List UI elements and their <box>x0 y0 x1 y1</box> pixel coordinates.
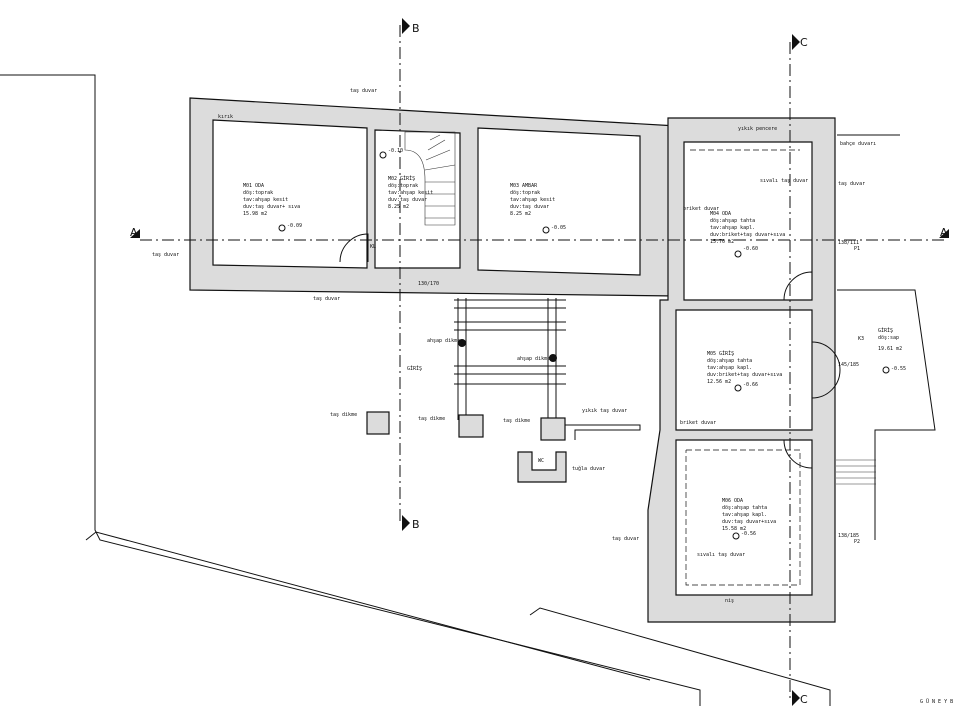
opening-p2: P2 <box>854 539 860 545</box>
label-yikik-pencere: yıkık pencere <box>738 126 777 132</box>
svg-text:tav:ahşap kesit: tav:ahşap kesit <box>243 197 288 203</box>
section-axes <box>130 18 949 706</box>
corner-note: G Ü N E Y B <box>920 698 953 705</box>
svg-text:-0.09: -0.09 <box>287 223 302 229</box>
timber-post-2 <box>549 354 557 362</box>
stone-post-3 <box>540 417 566 441</box>
label-ahsap-dikme-1: ahşap dikme <box>427 338 460 344</box>
svg-text:15.98 m2: 15.98 m2 <box>243 211 267 217</box>
svg-text:M02 GİRİŞ: M02 GİRİŞ <box>388 175 415 182</box>
svg-text:M01 ODA: M01 ODA <box>243 183 264 189</box>
svg-text:döş:toprak: döş:toprak <box>243 190 273 196</box>
label-tas-duvar-top: taş duvar <box>350 88 377 94</box>
room-m06: M06 ODA döş:ahşap tahta tav:ahşap kapl. … <box>722 498 776 537</box>
opening-d4: 130/170 <box>418 281 439 287</box>
svg-text:-0.66: -0.66 <box>743 382 758 388</box>
section-b-top: B <box>412 22 420 35</box>
svg-text:döş:ahşap tahta: döş:ahşap tahta <box>707 358 752 364</box>
svg-text:duv:taş duvar+sıva: duv:taş duvar+sıva <box>722 519 776 525</box>
svg-text:tav:ahşap kapl.: tav:ahşap kapl. <box>707 365 752 371</box>
doors <box>339 233 841 469</box>
room-m03: M03 AMBAR döş:toprak tav:ahşap kesit duv… <box>510 183 566 231</box>
label-tas-dikme-2: taş dikme <box>418 416 445 422</box>
svg-text:-0.56: -0.56 <box>741 531 756 537</box>
label-tas-dikme-1: taş dikme <box>330 412 357 418</box>
stone-posts <box>366 411 641 483</box>
section-c-bottom: C <box>800 693 808 706</box>
svg-text:döş:toprak: döş:toprak <box>510 190 540 196</box>
section-a-left: A <box>130 226 138 239</box>
section-c-top: C <box>800 36 808 49</box>
label-ahsap-dikme-2: ahşap dikme <box>517 356 550 362</box>
svg-text:tav:ahşap kesit: tav:ahşap kesit <box>388 190 433 196</box>
label-briket-duvar-1: briket duvar <box>683 206 719 212</box>
svg-text:-0.05: -0.05 <box>551 225 566 231</box>
svg-text:-0.55: -0.55 <box>891 366 906 372</box>
label-tugla-duvar: tuğla duvar <box>572 465 605 472</box>
label-yikik-tas-duvar: yıkık taş duvar <box>582 408 627 414</box>
svg-text:döş:toprak: döş:toprak <box>388 183 418 189</box>
svg-text:duv:taş duvar+ sıva: duv:taş duvar+ sıva <box>243 204 300 210</box>
svg-text:M03 AMBAR: M03 AMBAR <box>510 183 538 189</box>
site-outline <box>0 74 936 706</box>
svg-text:8.25 m2: 8.25 m2 <box>510 211 531 217</box>
svg-text:tav:ahşap kapl.: tav:ahşap kapl. <box>722 512 767 518</box>
wc-walls <box>517 451 567 483</box>
svg-text:19.61 m2: 19.61 m2 <box>878 346 902 352</box>
label-tas-duvar-south: taş duvar <box>612 536 639 542</box>
label-tas-duvar-left: taş duvar <box>152 252 179 258</box>
svg-text:döş:ahşap tahta: döş:ahşap tahta <box>710 218 755 224</box>
svg-text:-0.10: -0.10 <box>388 148 403 154</box>
svg-text:duv:briket+taş duvar+sıva: duv:briket+taş duvar+sıva <box>710 232 785 238</box>
label-tas-duvar-bottom: taş duvar <box>313 296 340 302</box>
room-m05: M05 GİRİŞ döş:ahşap tahta tav:ahşap kapl… <box>707 350 782 388</box>
opening-p1: P1 <box>854 246 860 252</box>
section-b-bottom: B <box>412 518 420 531</box>
svg-text:M06 ODA: M06 ODA <box>722 498 743 504</box>
label-wc: WC <box>538 458 544 464</box>
svg-text:-0.60: -0.60 <box>743 246 758 252</box>
svg-text:M04 ODA: M04 ODA <box>710 211 731 217</box>
room-m01: M01 ODA döş:toprak tav:ahşap kesit duv:t… <box>243 183 302 229</box>
label-kirik: kırık <box>218 114 233 120</box>
opening-k3: K3 <box>858 336 864 342</box>
room-m04: M04 ODA döş:ahşap tahta tav:ahşap kapl. … <box>710 211 785 252</box>
label-giris-porch: GİRİŞ <box>407 365 422 372</box>
svg-text:duv:taş duvar: duv:taş duvar <box>510 204 549 210</box>
level-markers <box>278 151 890 540</box>
svg-text:M05 GİRİŞ: M05 GİRİŞ <box>707 350 734 357</box>
svg-text:duv:briket+taş duvar+sıva: duv:briket+taş duvar+sıva <box>707 372 782 378</box>
label-sivali-tas-duvar-2: sıvalı taş duvar <box>697 552 745 558</box>
svg-text:15.70 m2: 15.70 m2 <box>710 239 734 245</box>
svg-text:15.58 m2: 15.58 m2 <box>722 526 746 532</box>
svg-text:duv:taş duvar: duv:taş duvar <box>388 197 427 203</box>
svg-text:8.25 m2: 8.25 m2 <box>388 204 409 210</box>
stair <box>404 131 456 226</box>
opening-d1: 138/111 <box>838 240 859 246</box>
section-a-right: A <box>940 226 948 239</box>
label-briket-duvar-2: briket duvar <box>680 420 716 426</box>
stone-post-2 <box>458 414 484 438</box>
porch-frame <box>454 298 566 420</box>
label-bahce-duvari: bahçe duvarı <box>840 141 876 147</box>
room-giris-outside: GİRİŞ döş:sap 19.61 m2 -0.55 <box>878 327 906 372</box>
svg-text:döş:ahşap tahta: döş:ahşap tahta <box>722 505 767 511</box>
plaster-line-m06 <box>685 449 801 586</box>
svg-text:tav:ahşap kesit: tav:ahşap kesit <box>510 197 555 203</box>
svg-text:12.56 m2: 12.56 m2 <box>707 379 731 385</box>
stone-post-1 <box>366 411 390 435</box>
svg-text:GİRİŞ: GİRİŞ <box>878 327 893 334</box>
label-tas-duvar-east: taş duvar <box>838 181 865 187</box>
opening-d2: 145/185 <box>838 362 859 368</box>
opening-d3: 138/185 <box>838 533 859 539</box>
label-sivali-tas-duvar-1: sıvalı taş duvar <box>760 178 808 184</box>
label-kl: KL <box>370 244 376 250</box>
svg-text:tav:ahşap kapl.: tav:ahşap kapl. <box>710 225 755 231</box>
timber-post-1 <box>458 339 466 347</box>
label-tas-dikme-3: taş dikme <box>503 418 530 424</box>
label-nis: niş <box>725 598 734 604</box>
room-m02: M02 GİRİŞ döş:toprak tav:ahşap kesit duv… <box>388 148 433 210</box>
svg-text:döş:sap: döş:sap <box>878 335 899 341</box>
